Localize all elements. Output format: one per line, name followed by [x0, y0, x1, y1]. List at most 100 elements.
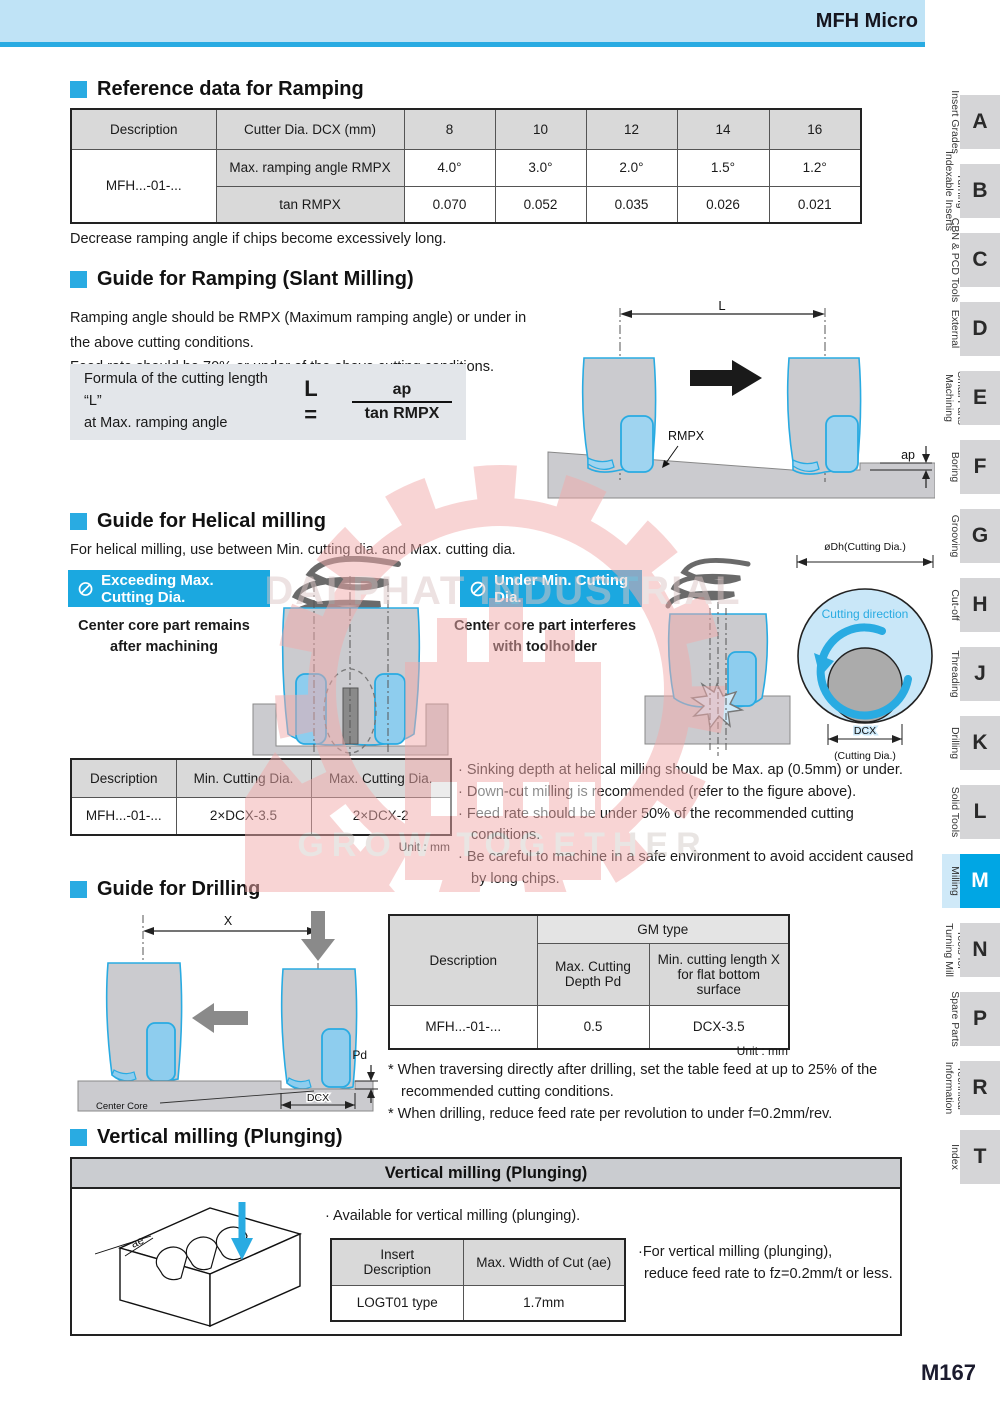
- drilling-note: * When traversing directly after drillin…: [388, 1062, 878, 1100]
- cutting-direction-diagram: øDh(Cutting Dia.) Cutting direction DCX …: [796, 541, 934, 762]
- page-title: MFH Micro: [815, 9, 918, 32]
- tab-letter: A: [960, 95, 1000, 149]
- unit-label: Unit : mm: [736, 1044, 788, 1058]
- group-header: GM type: [536, 914, 790, 944]
- col-header: Cutter Dia. DCX (mm): [215, 108, 405, 150]
- header-line: Min. cutting length X: [657, 951, 780, 967]
- col-header: 16: [768, 108, 862, 150]
- formula-label-line1: Formula of the cutting length “L”: [84, 371, 268, 410]
- helical-exceeding-diagram: [252, 556, 449, 756]
- vertical-box-title: Vertical milling (Plunging): [72, 1159, 900, 1189]
- tab-letter: K: [960, 716, 1000, 770]
- section-ramping-ref: Reference data for Ramping: [70, 78, 364, 101]
- cell: MFH...-01-...: [388, 1004, 538, 1050]
- helical-table: Description Min. Cutting Dia. Max. Cutti…: [70, 758, 452, 836]
- helical-note: · Be careful to machine in a safe enviro…: [458, 849, 914, 887]
- tab-letter: N: [960, 923, 1000, 977]
- tab-letter: B: [960, 164, 1000, 218]
- cell: 0.052: [494, 185, 587, 224]
- cell: LOGT01 type: [330, 1284, 464, 1322]
- dcx-sub-label: (Cutting Dia.): [834, 750, 896, 762]
- header-line: Max. Cutting: [555, 959, 631, 974]
- cell: DCX-3.5: [648, 1004, 790, 1050]
- vertical-note-line1: ·For vertical milling (plunging),: [638, 1244, 833, 1260]
- prohibition-icon: [78, 581, 93, 596]
- col-header: 10: [494, 108, 587, 150]
- col-header: Max. Cutting Dia.: [310, 758, 452, 798]
- header-divider: [0, 42, 925, 47]
- ramping-table: Description Cutter Dia. DCX (mm) 8 10 12…: [70, 108, 862, 224]
- formula-label-line2: at Max. ramping angle: [84, 414, 228, 431]
- formula-numerator: ap: [392, 381, 412, 398]
- unit-label: Unit : mm: [398, 840, 450, 854]
- cell: MFH...-01-...: [70, 796, 177, 836]
- cell: 1.5°: [676, 148, 770, 187]
- col-header: 8: [403, 108, 496, 150]
- drilling-note: * When drilling, reduce feed rate per re…: [388, 1105, 833, 1122]
- tab-letter: G: [960, 509, 1000, 563]
- banner-text: Under Min. Cutting Dia.: [494, 571, 629, 606]
- formula-box: Formula of the cutting length “L” at Max…: [70, 364, 466, 440]
- cell: 2×DCX-2: [310, 796, 452, 836]
- cell: 0.035: [585, 185, 678, 224]
- cell: 0.026: [676, 185, 770, 224]
- col-header: 14: [676, 108, 770, 150]
- tab-letter: H: [960, 578, 1000, 632]
- cell: 0.021: [768, 185, 862, 224]
- caption-exceeding: Center core part remains after machining: [78, 618, 250, 656]
- helical-note: · Feed rate should be under 50% of the r…: [458, 805, 854, 844]
- formula-lhs: L =: [304, 376, 318, 427]
- banner-under: Under Min. Cutting Dia.: [460, 570, 642, 607]
- fraction-bar: [352, 401, 452, 403]
- cell: 0.070: [403, 185, 496, 224]
- section-title: Guide for Helical milling: [97, 510, 326, 532]
- col-header: Max. Width of Cut (ae): [462, 1238, 626, 1286]
- row-header: tan RMPX: [215, 185, 405, 224]
- angle-label: RMPX: [668, 429, 705, 443]
- cell: 1.7mm: [462, 1284, 626, 1322]
- section-title: Guide for Ramping (Slant Milling): [97, 268, 414, 290]
- dcx-dim-label: DCX: [307, 1092, 329, 1104]
- tab-letter: M: [960, 854, 1000, 908]
- col-header: Description: [70, 758, 177, 798]
- tab-letter: P: [960, 992, 1000, 1046]
- header-line: Depth Pd: [564, 974, 622, 989]
- page-number: M167: [920, 1360, 976, 1385]
- plunging-diagram: ae: [95, 1202, 303, 1328]
- section-ramping-guide: Guide for Ramping (Slant Milling): [70, 268, 414, 291]
- ramping-diagram: L RMPX ap: [547, 300, 935, 499]
- col-header: Max. Cutting Depth Pd: [536, 942, 650, 1006]
- cell: 1.2°: [768, 148, 862, 187]
- ramping-note: Decrease ramping angle if chips become e…: [70, 231, 447, 247]
- section-bullet-icon: [70, 1129, 87, 1146]
- section-helical: Guide for Helical milling: [70, 510, 326, 533]
- dim-L-label: L: [718, 300, 725, 313]
- prohibition-icon: [470, 581, 486, 596]
- cell: 2.0°: [585, 148, 678, 187]
- header-line: Insert: [380, 1247, 415, 1263]
- ramping-guide-line1: Ramping angle should be RMPX (Maximum ra…: [70, 310, 527, 351]
- section-bullet-icon: [70, 513, 87, 530]
- cell: 2×DCX-3.5: [175, 796, 312, 836]
- tab-letter: L: [960, 785, 1000, 839]
- center-core-label: Center Core: [96, 1101, 148, 1112]
- vertical-note-line2: reduce feed rate to fz=0.2mm/t or less.: [644, 1265, 893, 1282]
- header-line: for flat bottom surface: [677, 966, 761, 997]
- tab-letter: C: [960, 233, 1000, 287]
